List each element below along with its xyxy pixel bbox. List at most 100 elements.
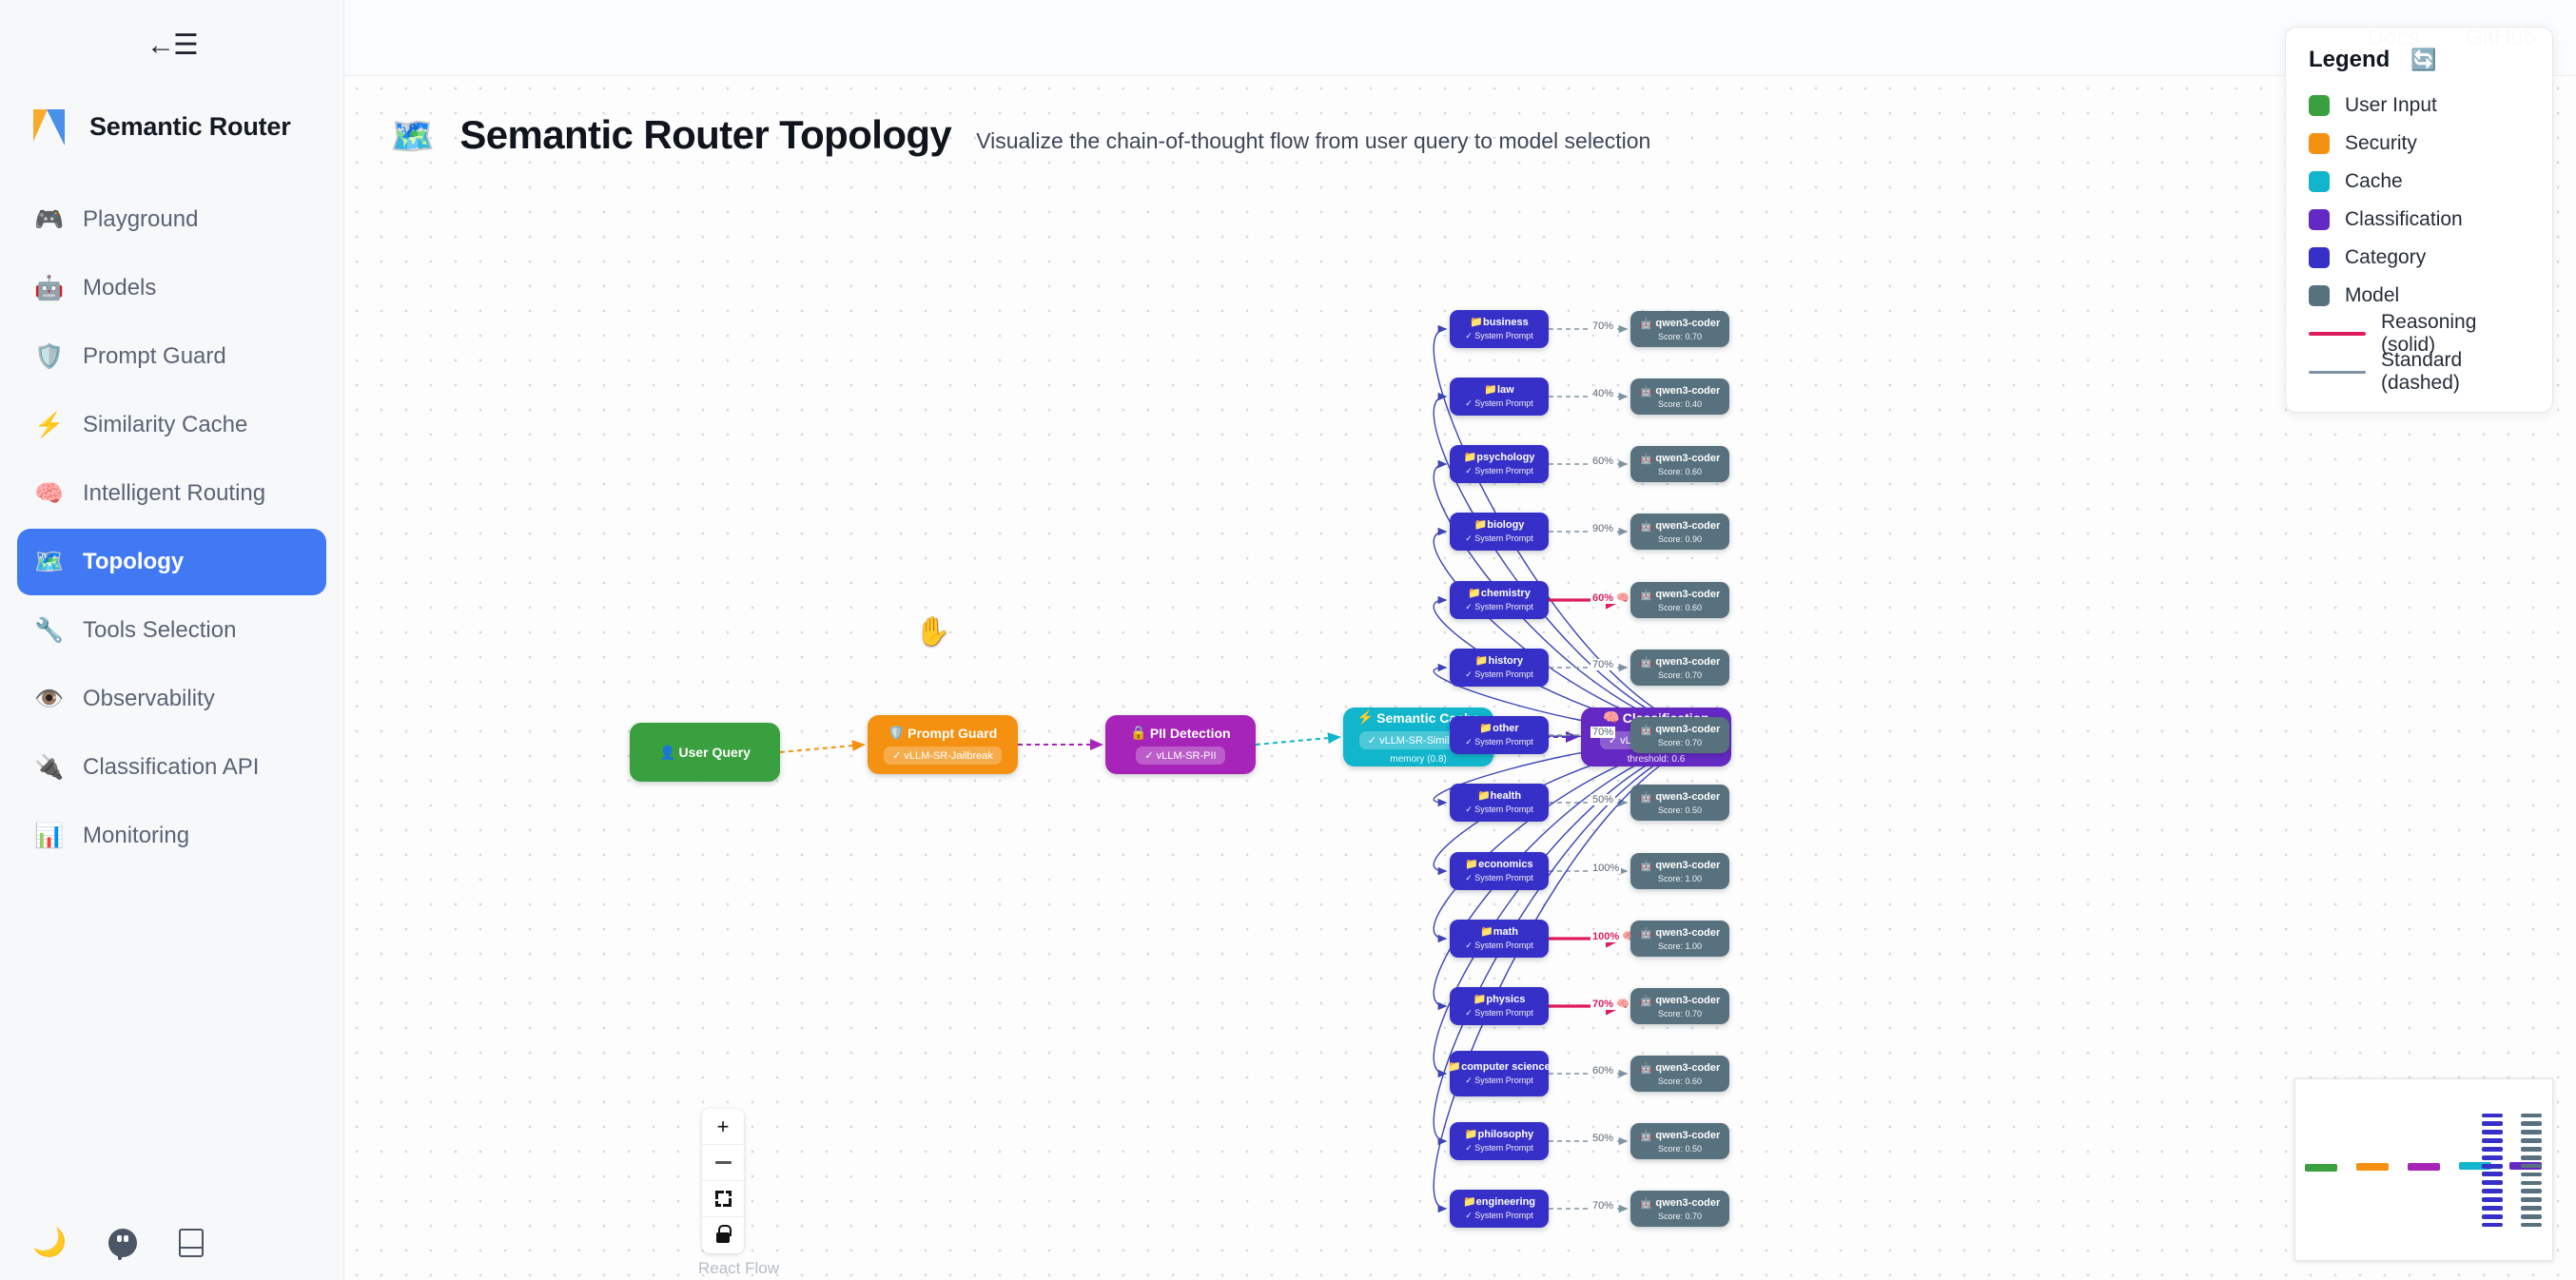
sidebar-item-label: Classification API (83, 754, 260, 780)
node-label: qwen3-coder (1655, 860, 1721, 871)
sidebar-item-similarity-cache[interactable]: ⚡Similarity Cache (17, 392, 326, 458)
robot-icon: 🤖 (1639, 1062, 1653, 1075)
confidence-value: 70% (1592, 727, 1614, 738)
category-node-biology[interactable]: 📁biology✓ System Prompt (1450, 513, 1549, 551)
dark-mode-toggle-icon[interactable]: 🌙 (32, 1227, 68, 1258)
zoom-out-button[interactable] (702, 1145, 744, 1181)
sidebar-item-intelligent-routing[interactable]: 🧠Intelligent Routing (17, 460, 326, 527)
folder-icon: 📁 (1463, 451, 1477, 463)
legend-swatch-icon (2309, 285, 2330, 306)
category-node-math[interactable]: 📁math✓ System Prompt (1450, 920, 1549, 958)
category-node-business[interactable]: 📁business✓ System Prompt (1450, 310, 1549, 348)
node-meta: ✓ System Prompt (1465, 1143, 1533, 1154)
sidebar-item-icon: 📊 (34, 822, 65, 849)
sidebar-item-label: Playground (83, 206, 199, 232)
node-title: 📁health (1477, 790, 1521, 802)
node-score: Score: 0.50 (1657, 1143, 1703, 1154)
category-node-engineering[interactable]: 📁engineering✓ System Prompt (1450, 1190, 1549, 1228)
node-title: 📁philosophy (1465, 1129, 1533, 1140)
legend-label: Reasoning (solid) (2381, 311, 2477, 356)
sidebar-item-icon: 🔧 (34, 616, 65, 644)
node-title: 🤖qwen3-coder (1640, 860, 1721, 872)
node-meta: ✓ System Prompt (1465, 1076, 1533, 1086)
minimap-node (2481, 1205, 2504, 1211)
sidebar-item-observability[interactable]: 👁️Observability (17, 666, 326, 732)
sidebar-item-icon: 🗺️ (34, 548, 65, 575)
fit-view-button[interactable] (702, 1181, 744, 1217)
sidebar-item-tools-selection[interactable]: 🔧Tools Selection (17, 597, 326, 664)
minimap[interactable] (2294, 1078, 2553, 1261)
node-title: 🤖qwen3-coder (1640, 453, 1721, 465)
lock-button[interactable] (702, 1217, 744, 1253)
pipeline-node-user-query[interactable]: 👤User Query (630, 723, 780, 782)
category-node-economics[interactable]: 📁economics✓ System Prompt (1450, 852, 1549, 890)
folder-icon: 📁 (1470, 316, 1483, 328)
sidebar-item-playground[interactable]: 🎮Playground (17, 186, 326, 253)
zoom-in-button[interactable]: + (702, 1109, 744, 1145)
node-label: PII Detection (1149, 725, 1231, 741)
category-node-health[interactable]: 📁health✓ System Prompt (1450, 784, 1549, 822)
node-meta: ✓ System Prompt (1465, 669, 1533, 680)
confidence-value: 100% (1592, 931, 1620, 942)
pipeline-node-pii-detection[interactable]: 🔒PII Detection✓ vLLM-SR-PII (1105, 715, 1256, 774)
edge-label-confidence: 70% (1590, 727, 1616, 738)
plus-icon: + (716, 1114, 730, 1138)
sidebar-item-monitoring[interactable]: 📊 Monitoring (17, 803, 326, 869)
sidebar-item-prompt-guard[interactable]: 🛡️Prompt Guard (17, 323, 326, 390)
brand[interactable]: Semantic Router (0, 91, 343, 162)
sidebar-item-icon: 🧠 (34, 479, 65, 507)
sidebar-collapse-button[interactable]: ←☰ (0, 0, 343, 91)
category-node-chemistry[interactable]: 📁chemistry✓ System Prompt (1450, 581, 1549, 619)
flow-canvas[interactable]: 👤User Query 🛡️Prompt Guard✓ vLLM-SR-Jailb… (344, 76, 2576, 1280)
fit-view-icon (714, 1191, 732, 1207)
category-node-physics[interactable]: 📁physics✓ System Prompt (1450, 987, 1549, 1025)
legend-line-solid: Reasoning (solid) (2309, 311, 2529, 356)
category-node-philosophy[interactable]: 📁philosophy ✓ System Prompt (1450, 1122, 1549, 1160)
sidebar-item-label: Monitoring (83, 823, 190, 848)
category-node-computer-science[interactable]: 📁computer science✓ System Prompt (1448, 1051, 1551, 1096)
minimap-node (2481, 1154, 2504, 1160)
pipeline-node-prompt-guard[interactable]: 🛡️Prompt Guard✓ vLLM-SR-Jailbreak (868, 715, 1018, 774)
sidebar-item-models[interactable]: 🤖Models (17, 255, 326, 321)
legend-item-security: Security (2309, 125, 2529, 163)
node-label: math (1493, 925, 1518, 938)
folder-icon: 📁 (1476, 789, 1491, 802)
category-node-other[interactable]: 📁other✓ System Prompt (1450, 716, 1549, 754)
react-flow-attribution[interactable]: React Flow (698, 1259, 780, 1277)
node-meta: ✓ System Prompt (1465, 1008, 1533, 1018)
node-title: 🤖qwen3-coder (1640, 656, 1721, 669)
sidebar-item-topology[interactable]: 🗺️Topology (17, 529, 326, 595)
node-label: qwen3-coder (1655, 791, 1721, 803)
minimap-node (2520, 1222, 2542, 1228)
node-label-wrap: 📁health (1477, 790, 1521, 802)
github-icon[interactable] (108, 1229, 138, 1260)
confidence-value: 50% (1592, 794, 1614, 805)
category-node-history[interactable]: 📁history✓ System Prompt (1450, 649, 1549, 687)
refresh-icon[interactable]: 🔄 (2410, 48, 2437, 71)
docs-book-icon[interactable] (179, 1229, 205, 1257)
folder-icon: 📁 (1474, 654, 1489, 667)
minimap-node (2481, 1163, 2504, 1169)
category-node-psychology[interactable]: 📁psychology✓ System Prompt (1450, 445, 1549, 483)
sidebar-item-icon: 🛡️ (34, 342, 65, 370)
minimap-node (2481, 1172, 2504, 1177)
legend-item-model: Model (2309, 277, 2529, 315)
category-node-law[interactable]: 📁law✓ System Prompt (1450, 378, 1549, 416)
sidebar-item-classification-api[interactable]: 🔌Classification API (17, 734, 326, 801)
sidebar-item-icon: 🤖 (34, 274, 65, 301)
